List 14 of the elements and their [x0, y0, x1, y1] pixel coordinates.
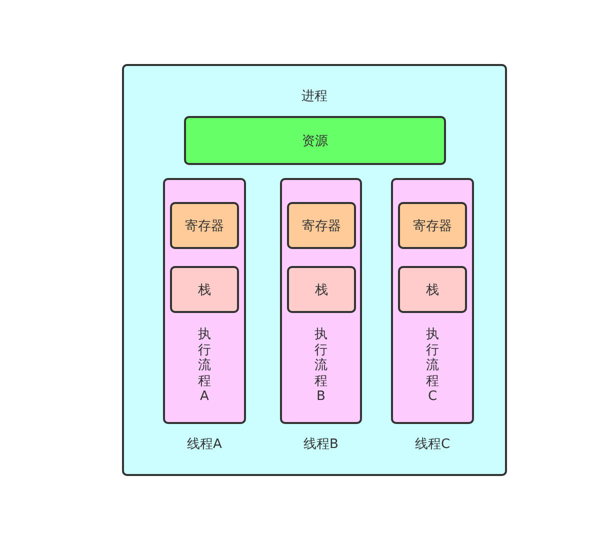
resource-box: 资源 [184, 116, 446, 165]
thread-label: 线程A [187, 436, 222, 453]
thread-label: 线程C [414, 436, 450, 453]
vertical-label: 执行流程B [314, 327, 328, 404]
register-box: 寄存器 [398, 202, 467, 249]
stack-box: 栈 [170, 266, 239, 313]
register-box: 寄存器 [170, 202, 239, 249]
thread-label: 线程B [304, 436, 338, 453]
stack-box: 栈 [398, 266, 467, 313]
vertical-label: 执行流程A [198, 327, 212, 404]
stack-box: 栈 [287, 266, 356, 313]
register-box: 寄存器 [287, 202, 356, 249]
heading: 进程 [302, 88, 328, 105]
vertical-label: 执行流程C [426, 327, 440, 404]
